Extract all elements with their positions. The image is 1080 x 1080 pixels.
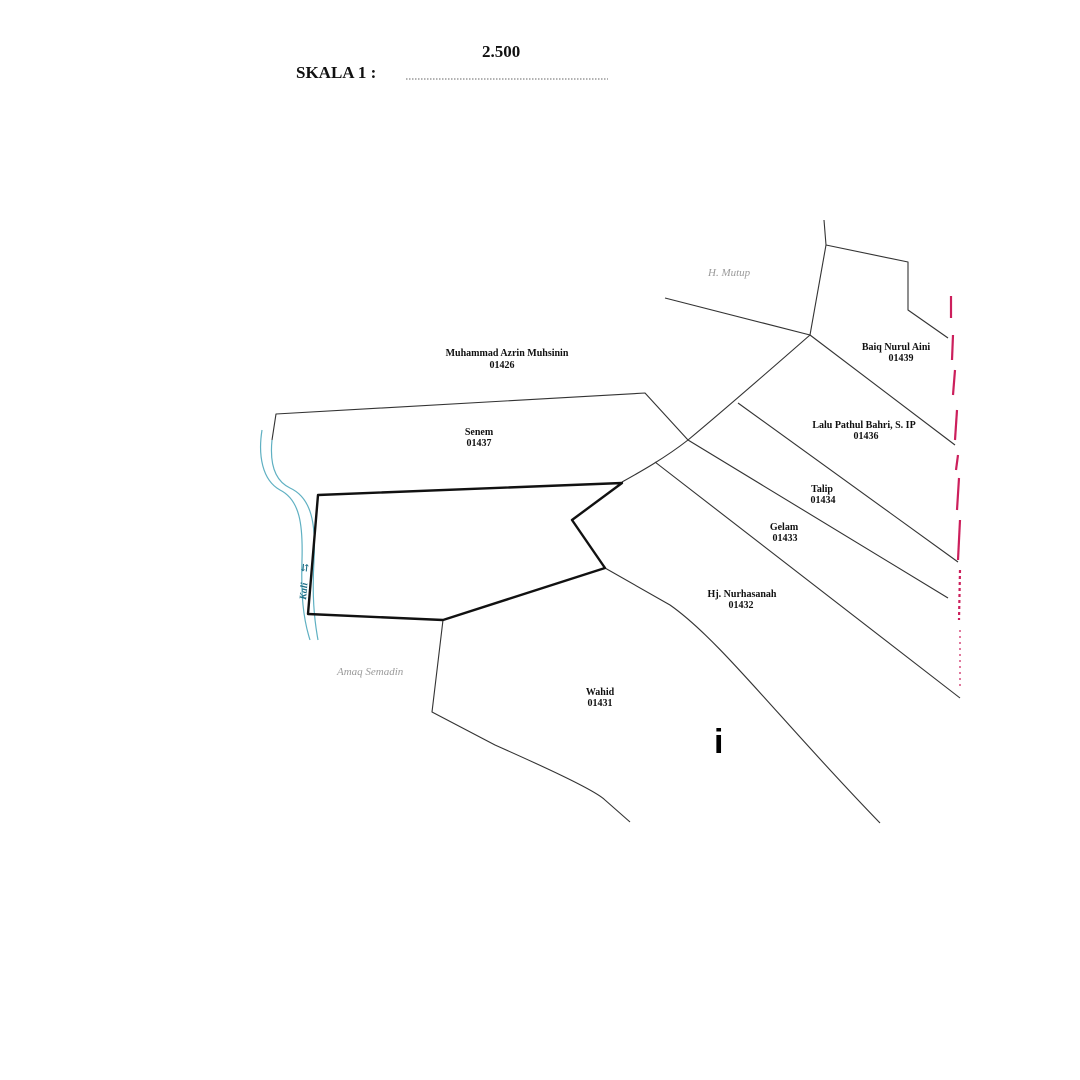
scale-label: SKALA 1 : (296, 63, 376, 82)
boundary-h-mutup (664, 297, 811, 336)
scale-value: 2.500 (482, 42, 520, 61)
parcel-labels: Muhammad Azrin Muhsinin 01426 Senem 0143… (446, 342, 931, 709)
parcel-boundaries (271, 219, 961, 824)
boundary-north-east (823, 219, 949, 339)
boundary-talip-gelam (687, 439, 949, 599)
river-kali: Kali ⇆ (259, 429, 319, 641)
parcel-name-gelam: Gelam (770, 522, 799, 533)
parcel-name-lalu-pathul-bahri: Lalu Pathul Bahri, S. IP (812, 420, 915, 431)
parcel-id-muhammad-azrin: 01426 (490, 360, 515, 371)
parcel-id-senem: 01437 (467, 438, 492, 449)
river-bank-east (270, 439, 319, 641)
parcel-name-wahid: Wahid (586, 687, 615, 698)
boundary-baiq-lalu (809, 334, 956, 446)
text-cursor-icon: i (714, 723, 723, 761)
scale-header: SKALA 1 : 2.500 (296, 42, 608, 82)
sheet-edge-marks (949, 296, 962, 690)
boundary-nurhasanah-wahid (604, 567, 881, 824)
parcel-name-baiq-nurul-aini: Baiq Nurul Aini (862, 342, 931, 353)
parcel-name-talip: Talip (811, 484, 833, 495)
parcel-name-senem: Senem (465, 427, 494, 438)
boundary-north-spur (809, 244, 827, 336)
parcel-id-talip: 01434 (811, 495, 836, 506)
parcel-id-wahid: 01431 (588, 698, 613, 709)
parcel-id-baiq-nurul-aini: 01439 (889, 353, 914, 364)
parcel-name-hj-nurhasanah: Hj. Nurhasanah (708, 589, 777, 600)
parcel-id-gelam: 01433 (773, 533, 798, 544)
river-bank-west (259, 429, 311, 641)
boundary-gelam-nurhasanah (654, 461, 961, 699)
parcel-id-hj-nurhasanah: 01432 (729, 600, 754, 611)
boundary-lalu-talip (737, 402, 959, 563)
river-label: Kali (298, 582, 311, 601)
river-arrow-icon: ⇆ (300, 562, 312, 572)
parcel-id-lalu-pathul-bahri: 01436 (854, 431, 879, 442)
faint-label-h-mutup: H. Mutup (707, 267, 751, 279)
boundary-wahid-west (431, 619, 631, 823)
faint-label-amaq-semadin: Amaq Semadin (336, 666, 404, 678)
parcel-name-muhammad-azrin: Muhammad Azrin Muhsinin (446, 348, 569, 359)
boundary-main-curve (621, 334, 811, 483)
subject-parcel-outline (306, 481, 624, 622)
boundary-senem-top (271, 392, 689, 441)
faint-neighbour-labels: H. Mutup Amaq Semadin (336, 267, 751, 678)
